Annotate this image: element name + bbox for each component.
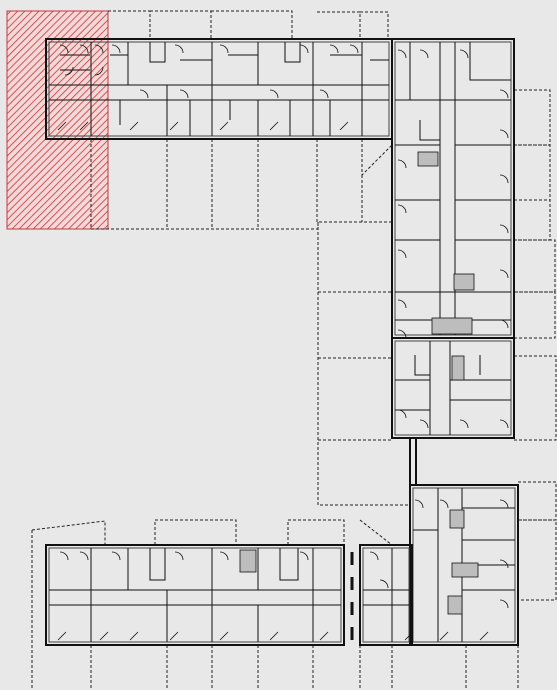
- door-swings: [57, 44, 509, 641]
- south-wing: [45, 544, 413, 646]
- parcel-boundaries: [31, 10, 557, 690]
- east-wing: [391, 38, 515, 439]
- corridor-link: [409, 438, 417, 485]
- north-wing: [45, 38, 393, 140]
- south-east-block: [409, 484, 519, 646]
- highlighted-unit[interactable]: [6, 10, 109, 230]
